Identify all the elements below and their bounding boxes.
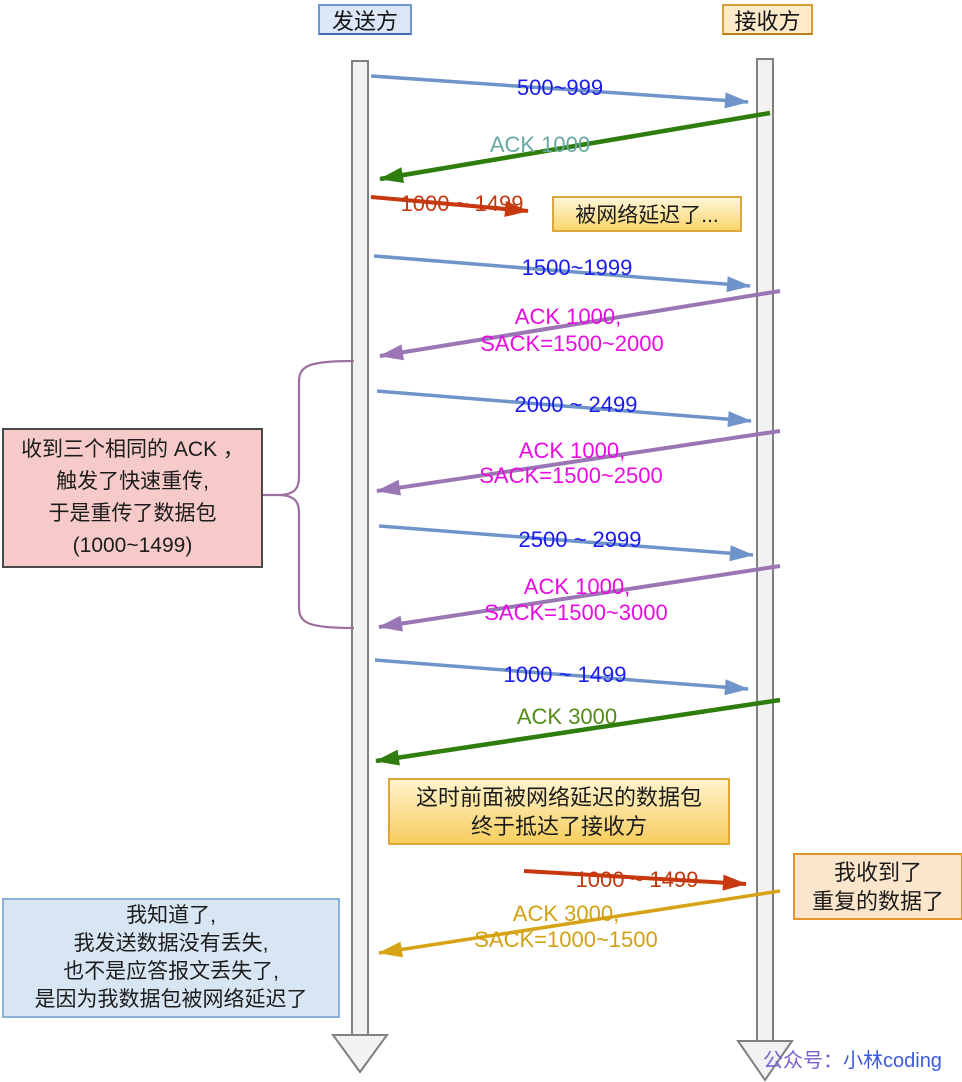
label-seg-2500-2999: 2500 ~ 2999	[518, 527, 642, 552]
note-line: 我发送数据没有丢失,	[73, 932, 269, 955]
label-ack-1000: ACK 1000	[489, 132, 591, 157]
label-delayed-1000-1499: 1000 ~ 1499	[400, 191, 524, 216]
label-retrans-1000-1499: 1000 ~ 1499	[503, 662, 627, 687]
arrow-sack-1500-2500	[376, 429, 781, 496]
actor-sender: 发送方	[318, 4, 412, 35]
watermark: 公众号：小林coding	[763, 1044, 942, 1073]
label-sack-2500-line2: SACK=1500~2500	[479, 463, 663, 488]
sender-lifeline	[331, 60, 389, 1074]
label-sack-2500-line1: ACK 1000,	[518, 438, 626, 463]
note-line: 也不是应答报文丢失了,	[63, 960, 279, 983]
arrow-seg-1500-1999	[373, 254, 751, 293]
arrow-seg-2500-2999	[378, 524, 754, 562]
arrow-ack-1000	[379, 110, 771, 184]
arrow-ack-3000	[375, 697, 781, 766]
note-line: 收到三个相同的 ACK ，	[21, 438, 244, 461]
arrow-arrive-1000-1499	[523, 869, 747, 891]
note-line: (1000~1499)	[72, 534, 193, 557]
note-line: 我知道了,	[126, 904, 216, 927]
note-line: 触发了快速重传,	[56, 470, 209, 493]
label-seg-500-999: 500~999	[516, 75, 604, 100]
arrow-sack-1500-2000	[379, 289, 781, 361]
note-conclusion: 我知道了, 我发送数据没有丢失, 也不是应答报文丢失了, 是因为我数据包被网络延…	[2, 898, 340, 1018]
note-line: 是因为我数据包被网络延迟了	[34, 988, 308, 1011]
actor-receiver: 接收方	[722, 4, 813, 35]
receiver-lifeline	[736, 58, 794, 1082]
note-line: 这时前面被网络延迟的数据包	[415, 784, 702, 810]
note-duplicate-data: 我收到了 重复的数据了	[793, 853, 962, 920]
label-sack-3000-line2: SACK=1500~3000	[484, 600, 668, 625]
note-line: 我收到了	[833, 859, 922, 885]
watermark-name: 小林coding	[843, 1050, 942, 1072]
label-sack-2000-line2: SACK=1500~2000	[480, 331, 664, 356]
watermark-prefix: 公众号：	[763, 1050, 843, 1072]
label-sack-3000-line1: ACK 1000,	[523, 574, 631, 599]
arrow-retrans-1000-1499	[374, 658, 749, 696]
label-arrive-1000-1499: 1000 ~ 1499	[575, 867, 699, 892]
arrow-delayed-1000-1499	[370, 195, 529, 217]
brace	[256, 359, 355, 630]
note-line: 重复的数据了	[811, 888, 944, 914]
note-fast-retransmit: 收到三个相同的 ACK ， 触发了快速重传, 于是重传了数据包 (1000~14…	[2, 428, 263, 568]
label-ack-3000: ACK 3000	[516, 704, 618, 729]
arrow-seg-500-999	[370, 74, 749, 109]
label-seg-1500-1999: 1500~1999	[521, 255, 633, 280]
label-sack-2000-line1: ACK 1000,	[514, 304, 622, 329]
arrow-seg-2000-2499	[376, 389, 752, 428]
note-delayed-arrival: 这时前面被网络延迟的数据包 终于抵达了接收方	[388, 778, 730, 845]
note-network-delay: 被网络延迟了...	[552, 196, 742, 232]
arrow-sack-1500-3000	[378, 564, 781, 632]
label-seg-2000-2499: 2000 ~ 2499	[514, 392, 638, 417]
note-network-delay-text: 被网络延迟了...	[575, 204, 719, 227]
label-dsack-line2: SACK=1000~1500	[474, 927, 658, 952]
arrow-dsack-1000-1500	[378, 889, 781, 958]
note-line: 终于抵达了接收方	[470, 813, 647, 839]
note-line: 于是重传了数据包	[48, 502, 217, 525]
label-dsack-line1: ACK 3000,	[512, 901, 620, 926]
